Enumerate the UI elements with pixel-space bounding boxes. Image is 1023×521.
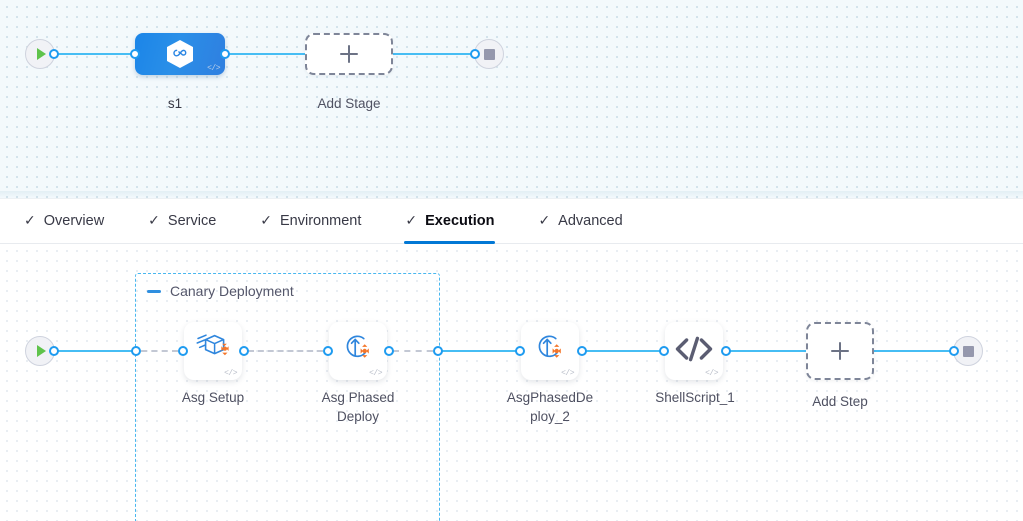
tab-execution[interactable]: ✓ Execution xyxy=(404,198,496,244)
connector-group-to-asg-phased-deploy-2 xyxy=(440,350,520,352)
step-node-asg-phased-deploy-label: Asg Phased Deploy xyxy=(321,390,395,424)
step-node-asg-phased-deploy-2-label: AsgPhasedDeploy_2 xyxy=(506,390,594,424)
asg-setup-output-port[interactable] xyxy=(239,346,249,356)
asg-phased-deploy-output-port[interactable] xyxy=(384,346,394,356)
execution-canvas[interactable]: Canary Deployment xyxy=(0,244,1023,521)
play-icon xyxy=(37,48,46,60)
group-entry-port[interactable] xyxy=(131,346,141,356)
tab-environment[interactable]: ✓ Environment xyxy=(260,198,361,244)
connector-start-to-group xyxy=(56,350,138,352)
shellscript-input-port[interactable] xyxy=(659,346,669,356)
execution-end-port[interactable] xyxy=(949,346,959,356)
step-node-shellscript-1-label: ShellScript_1 xyxy=(655,390,735,405)
connector-add-stage-to-end xyxy=(393,53,478,55)
shell-script-code-icon xyxy=(673,334,715,369)
s1-input-port[interactable] xyxy=(130,49,140,59)
connector-asg-phased-deploy-to-group-exit xyxy=(393,350,433,352)
stage-node-s1[interactable]: </> xyxy=(135,33,225,75)
add-step-label: Add Step xyxy=(812,394,868,409)
harness-cd-hexagon-icon xyxy=(167,40,193,68)
asg-phased-deploy-input-port[interactable] xyxy=(323,346,333,356)
check-icon: ✓ xyxy=(538,211,551,228)
add-stage-label: Add Stage xyxy=(317,96,381,111)
stage-code-badge: </> xyxy=(207,64,220,73)
tab-overview[interactable]: ✓ Overview xyxy=(24,198,104,244)
tab-environment-label: Environment xyxy=(280,212,362,229)
tab-advanced[interactable]: ✓ Advanced xyxy=(538,198,622,244)
group-exit-port[interactable] xyxy=(433,346,443,356)
end-node-port[interactable] xyxy=(470,49,480,59)
asg-phased-deploy-2-input-port[interactable] xyxy=(515,346,525,356)
stop-icon xyxy=(483,48,495,60)
connector-add-step-to-end xyxy=(874,350,958,352)
step-code-badge: </> xyxy=(561,369,574,378)
asg-phased-deploy-icon xyxy=(531,331,569,372)
check-icon: ✓ xyxy=(24,211,36,228)
shellscript-output-port[interactable] xyxy=(721,346,731,356)
step-node-shellscript-1[interactable]: </> xyxy=(665,322,723,380)
stage-config-tabbar: ✓ Overview ✓ Service ✓ Environment ✓ Exe… xyxy=(0,198,1023,244)
s1-output-port[interactable] xyxy=(220,49,230,59)
asg-phased-deploy-2-output-port[interactable] xyxy=(577,346,587,356)
tab-advanced-label: Advanced xyxy=(558,212,623,229)
tab-execution-label: Execution xyxy=(425,212,495,229)
stage-node-s1-label: s1 xyxy=(167,96,183,111)
add-step-button[interactable] xyxy=(806,322,874,380)
step-code-badge: </> xyxy=(224,369,237,378)
tab-service[interactable]: ✓ Service xyxy=(148,198,216,244)
step-node-asg-setup[interactable]: </> xyxy=(184,322,242,380)
add-stage-button[interactable] xyxy=(305,33,393,75)
check-icon: ✓ xyxy=(405,211,418,228)
stages-canvas[interactable]: </> s1 Add Stage xyxy=(0,0,1023,198)
check-icon: ✓ xyxy=(148,211,160,228)
execution-start-port[interactable] xyxy=(49,346,59,356)
plus-icon xyxy=(340,45,358,63)
step-node-asg-setup-label: Asg Setup xyxy=(181,390,245,405)
step-group-title: Canary Deployment xyxy=(170,283,294,299)
step-group-canary-deployment[interactable] xyxy=(135,273,440,521)
asg-setup-cube-icon xyxy=(194,331,232,372)
connector-asg-phased-deploy-2-to-shellscript xyxy=(584,350,662,352)
connector-shellscript-to-add-step xyxy=(728,350,808,352)
check-icon: ✓ xyxy=(260,211,272,228)
connector-s1-to-add-stage xyxy=(227,53,307,55)
step-group-header[interactable]: Canary Deployment xyxy=(147,283,294,299)
tab-overview-label: Overview xyxy=(43,212,105,229)
step-code-badge: </> xyxy=(705,369,718,378)
stop-icon xyxy=(962,345,974,357)
start-node-port[interactable] xyxy=(49,49,59,59)
connector-start-to-s1 xyxy=(56,53,138,55)
minus-icon[interactable] xyxy=(147,289,161,293)
connector-group-entry-to-asg-setup xyxy=(141,350,178,352)
step-node-asg-phased-deploy[interactable]: </> xyxy=(329,322,387,380)
connector-asg-setup-to-asg-phased-deploy xyxy=(248,350,323,352)
tab-service-label: Service xyxy=(167,212,217,229)
plus-icon xyxy=(831,342,849,360)
step-code-badge: </> xyxy=(369,369,382,378)
asg-phased-deploy-icon xyxy=(339,331,377,372)
step-node-asg-phased-deploy-2[interactable]: </> xyxy=(521,322,579,380)
asg-setup-input-port[interactable] xyxy=(178,346,188,356)
play-icon xyxy=(37,345,46,357)
